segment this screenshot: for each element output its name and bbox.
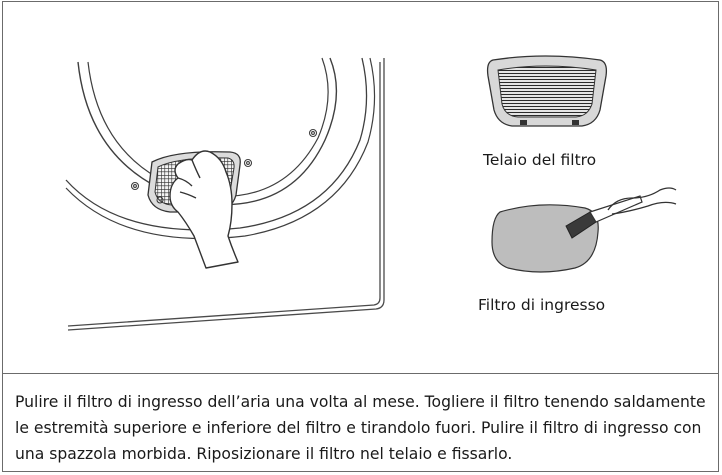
inlet-filter-label: Filtro di ingresso — [478, 296, 606, 314]
inlet-filter-illustration — [491, 204, 599, 273]
section-divider — [2, 373, 719, 374]
brush-icon — [565, 187, 677, 239]
hand-icon — [169, 150, 239, 269]
filter-frame-label: Telaio del filtro — [483, 151, 597, 169]
machine-panel — [67, 58, 385, 331]
filter-frame-illustration — [486, 55, 608, 127]
screw-icons — [130, 128, 318, 191]
instructions-text: Pulire il filtro di ingresso dell’aria u… — [15, 393, 706, 463]
door-ring — [65, 57, 376, 240]
dryer-illustration — [65, 55, 677, 331]
